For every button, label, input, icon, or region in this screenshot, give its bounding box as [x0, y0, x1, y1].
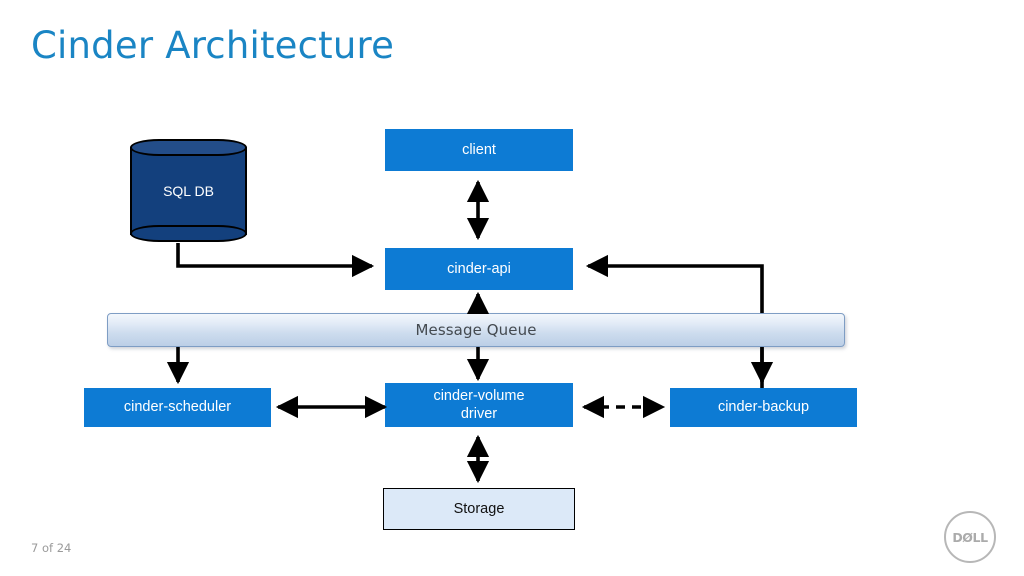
slide-page-indicator: 7 of 24 [31, 541, 72, 555]
node-message-queue[interactable]: Message Queue [107, 313, 845, 347]
edge-sqldb-to-cinder-api [176, 243, 375, 278]
node-cinder-api-label: cinder-api [447, 260, 511, 277]
node-sql-db[interactable]: SQL DB [130, 139, 247, 243]
node-cinder-backup[interactable]: cinder-backup [670, 388, 857, 427]
cylinder-top [130, 139, 247, 156]
cylinder-bottom [130, 225, 247, 242]
node-message-queue-label: Message Queue [415, 321, 537, 339]
node-cinder-scheduler-label: cinder-scheduler [123, 399, 232, 416]
node-cinder-volume-label-wrap: cinder-volume driver [433, 387, 524, 423]
dell-logo-ring [944, 511, 996, 563]
node-cinder-volume-label-line1: cinder-volume [433, 387, 525, 404]
node-cinder-api[interactable]: cinder-api [385, 248, 573, 290]
node-storage[interactable]: Storage [383, 488, 575, 530]
node-cinder-volume-label-line2: driver [460, 406, 498, 422]
cylinder-body [130, 147, 247, 235]
node-cinder-scheduler[interactable]: cinder-scheduler [84, 388, 271, 427]
dell-logo-wordmark: DØLL [952, 529, 988, 545]
node-storage-label: Storage [453, 500, 505, 517]
node-cinder-backup-label: cinder-backup [717, 399, 810, 416]
node-client-label: client [462, 141, 496, 158]
page-title: Cinder Architecture [31, 24, 395, 67]
dell-logo: DØLL [944, 511, 996, 563]
node-client[interactable]: client [385, 129, 573, 171]
node-sql-db-label: SQL DB [163, 183, 214, 199]
node-cinder-volume-driver[interactable]: cinder-volume driver [385, 383, 573, 427]
